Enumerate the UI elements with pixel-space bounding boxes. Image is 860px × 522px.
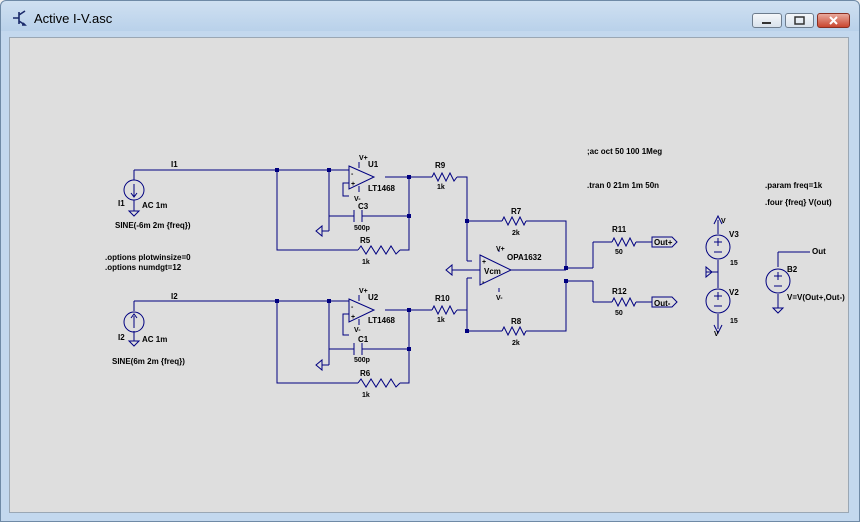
label-u3-model: OPA1632 <box>507 253 542 262</box>
pin-u2-vminus: V- <box>354 327 361 334</box>
label-r9: R9 <box>435 161 446 170</box>
schematic-canvas[interactable]: ;ac oct 50 100 1Meg .tran 0 21m 1m 50n .… <box>9 37 849 513</box>
label-r5: R5 <box>360 236 371 245</box>
label-c1: C1 <box>358 335 369 344</box>
pin-u2-vplus: V+ <box>359 288 368 295</box>
label-i1-name: I1 <box>118 199 125 208</box>
capacitors <box>353 210 363 355</box>
pin-u3-vminus: V- <box>496 295 503 302</box>
pin-v2-v: V <box>714 331 719 338</box>
label-r6: R6 <box>360 369 371 378</box>
resistors <box>357 171 637 388</box>
net-label-out: Out <box>812 247 826 256</box>
resistor-r11 <box>611 236 637 248</box>
pin-u3-vplus: V+ <box>496 246 505 253</box>
value-b2: V=V(Out+,Out-) <box>787 293 845 302</box>
net-label-vcm: Vcm <box>484 267 501 276</box>
label-r7: R7 <box>511 207 522 216</box>
resistor-r12 <box>611 296 637 308</box>
value-r5: 1k <box>362 259 370 266</box>
pin-u1-minus: - <box>351 171 354 178</box>
capacitor-c3 <box>353 210 363 222</box>
ltspice-schematic-icon <box>13 10 27 26</box>
resistor-r8 <box>501 325 527 337</box>
pin-v3-v: V <box>721 218 726 225</box>
opamp-u2[interactable] <box>348 295 376 325</box>
value-r9: 1k <box>437 184 445 191</box>
net-label-i1: I1 <box>171 160 178 169</box>
value-r8: 2k <box>512 340 520 347</box>
label-r8: R8 <box>511 317 522 326</box>
window-title: Active I-V.asc <box>34 11 113 26</box>
minimize-icon <box>762 22 771 24</box>
maximize-icon <box>794 16 805 25</box>
value-r11: 50 <box>615 249 623 256</box>
label-u2: U2 <box>368 293 379 302</box>
value-r10: 1k <box>437 317 445 324</box>
label-b2: B2 <box>787 265 798 274</box>
ground-symbols <box>315 224 785 372</box>
label-i1-value: SINE(-6m 2m {freq}) <box>115 221 191 230</box>
value-r7: 2k <box>512 230 520 237</box>
label-i2-name: I2 <box>118 333 125 342</box>
value-c3: 500p <box>354 225 370 232</box>
directive-options-1: .options plotwinsize=0 <box>105 253 191 262</box>
minimize-button[interactable] <box>752 13 782 28</box>
directive-four: .four {freq} V(out) <box>765 198 832 207</box>
label-u2-model: LT1468 <box>368 316 396 325</box>
label-v3: V3 <box>729 230 739 239</box>
junctions <box>275 168 568 351</box>
voltage-source-v2[interactable] <box>705 288 731 335</box>
resistor-r10 <box>431 304 458 316</box>
opamp-u1[interactable] <box>348 162 376 192</box>
label-r11: R11 <box>612 225 627 234</box>
capacitor-c1 <box>353 343 363 355</box>
maximize-button[interactable] <box>785 13 814 28</box>
value-v2: 15 <box>730 318 738 325</box>
current-source-i1[interactable] <box>123 179 145 217</box>
label-r10: R10 <box>435 294 450 303</box>
directive-param: .param freq=1k <box>765 181 823 190</box>
pin-u2-plus: + <box>351 314 355 321</box>
pin-u3-plus: + <box>482 259 486 266</box>
wires <box>133 169 810 384</box>
behavioral-source-b2[interactable] <box>765 268 791 294</box>
resistor-r9 <box>431 171 458 183</box>
pin-u2-minus: - <box>351 304 354 311</box>
value-v3: 15 <box>730 260 738 267</box>
label-i2-value: SINE(6m 2m {freq}) <box>112 357 185 366</box>
net-flags <box>651 236 678 308</box>
pin-u3-minus: - <box>482 279 485 286</box>
net-label-i2: I2 <box>171 292 178 301</box>
close-icon <box>829 16 838 25</box>
directive-ac: ;ac oct 50 100 1Meg <box>587 147 662 156</box>
current-source-i2[interactable] <box>123 311 145 347</box>
label-c3: C3 <box>358 202 369 211</box>
opamp-u3[interactable] <box>479 254 513 286</box>
label-i2-ac: AC 1m <box>142 335 167 344</box>
close-button[interactable] <box>817 13 850 28</box>
pin-u1-plus: + <box>351 181 355 188</box>
resistor-r5 <box>357 245 401 255</box>
label-u1-model: LT1468 <box>368 184 396 193</box>
title-bar[interactable]: Active I-V.asc <box>1 1 859 35</box>
value-r12: 50 <box>615 310 623 317</box>
directive-options-2: .options numdgt=12 <box>105 263 182 272</box>
label-v2: V2 <box>729 288 739 297</box>
resistor-r7 <box>501 215 527 227</box>
resistor-r6 <box>357 378 401 388</box>
net-label-out-plus: Out+ <box>654 238 673 247</box>
value-r6: 1k <box>362 392 370 399</box>
value-c1: 500p <box>354 357 370 364</box>
voltage-source-v3[interactable] <box>705 214 731 260</box>
net-label-out-minus: Out- <box>654 299 671 308</box>
pin-u1-vplus: V+ <box>359 155 368 162</box>
label-i1-ac: AC 1m <box>142 201 167 210</box>
schematic-drawing[interactable]: ;ac oct 50 100 1Meg .tran 0 21m 1m 50n .… <box>10 38 850 514</box>
label-u1: U1 <box>368 160 379 169</box>
label-r12: R12 <box>612 287 627 296</box>
directive-tran: .tran 0 21m 1m 50n <box>587 181 659 190</box>
pin-u1-vminus: V- <box>354 196 361 203</box>
